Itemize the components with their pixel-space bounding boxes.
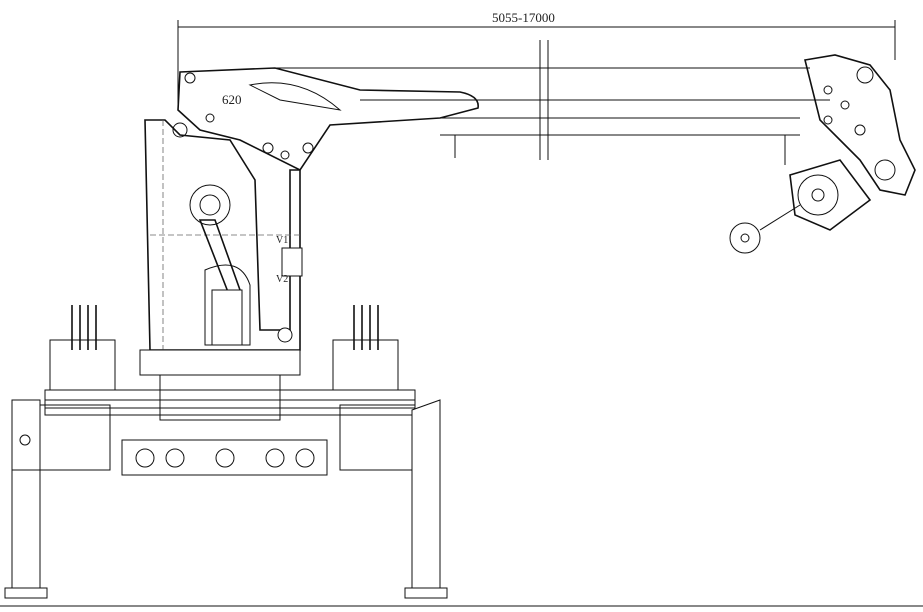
crane-column <box>145 120 302 350</box>
reach-dimension-line <box>178 20 895 160</box>
control-levers-left <box>72 305 96 350</box>
boom-head-and-hook <box>730 55 915 253</box>
control-levers-right <box>354 305 378 350</box>
boom-reach-dimension: 5055-17000 <box>492 10 555 25</box>
column-offset-dimension: 620 <box>222 92 242 107</box>
crane-base <box>12 305 415 475</box>
outrigger-legs <box>0 400 923 606</box>
boom <box>173 68 830 170</box>
valve-label-v1: V1 <box>276 235 289 246</box>
valve-label-v2: V2 <box>276 274 289 285</box>
